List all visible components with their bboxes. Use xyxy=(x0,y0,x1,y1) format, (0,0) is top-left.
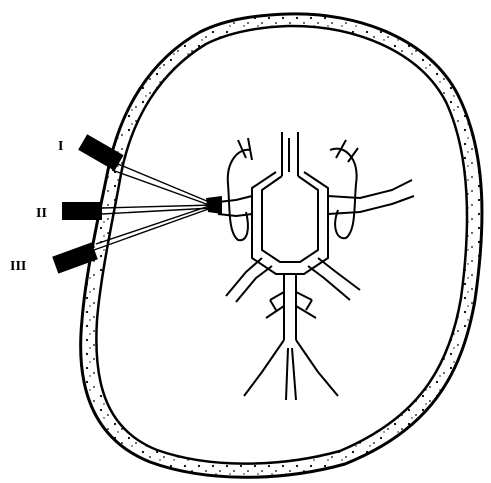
skull-outline xyxy=(81,14,482,477)
target-mark xyxy=(206,196,222,214)
label-probe-2: II xyxy=(36,206,47,221)
label-probe-3: III xyxy=(10,259,26,274)
probe-2-body xyxy=(62,202,102,220)
label-probe-1: I xyxy=(58,139,63,154)
